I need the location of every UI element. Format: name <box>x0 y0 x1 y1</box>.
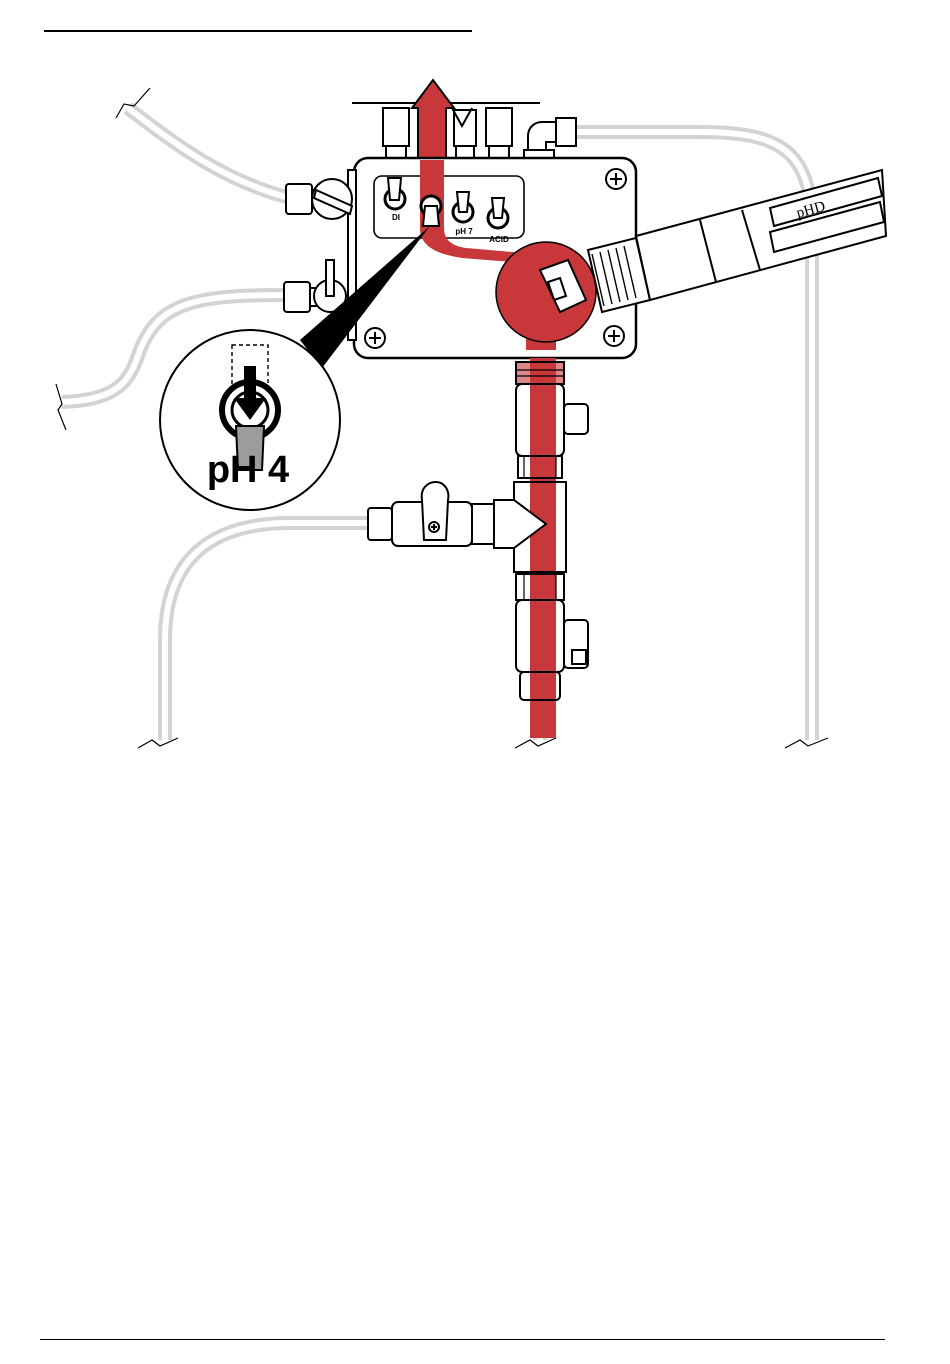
flow-arrow-up-icon <box>412 80 454 160</box>
sample-ball-valve[interactable] <box>368 482 494 546</box>
screw-icon <box>606 169 626 189</box>
left-inlet-fitting <box>284 260 346 312</box>
callout-label-ph4: pH 4 <box>207 449 289 491</box>
elbow-fitting <box>524 118 576 160</box>
di-inlet-fitting <box>286 179 352 219</box>
valve-label-acid: ACID <box>489 235 509 244</box>
valve-ph4[interactable] <box>421 196 441 226</box>
screw-icon <box>604 326 624 346</box>
flow-cell-assembly <box>494 362 588 700</box>
screw-icon <box>365 328 385 348</box>
valve-label-ph7: pH 7 <box>455 227 473 236</box>
di-inlet-tube <box>128 108 290 198</box>
valve-label-di: DI <box>392 213 400 222</box>
